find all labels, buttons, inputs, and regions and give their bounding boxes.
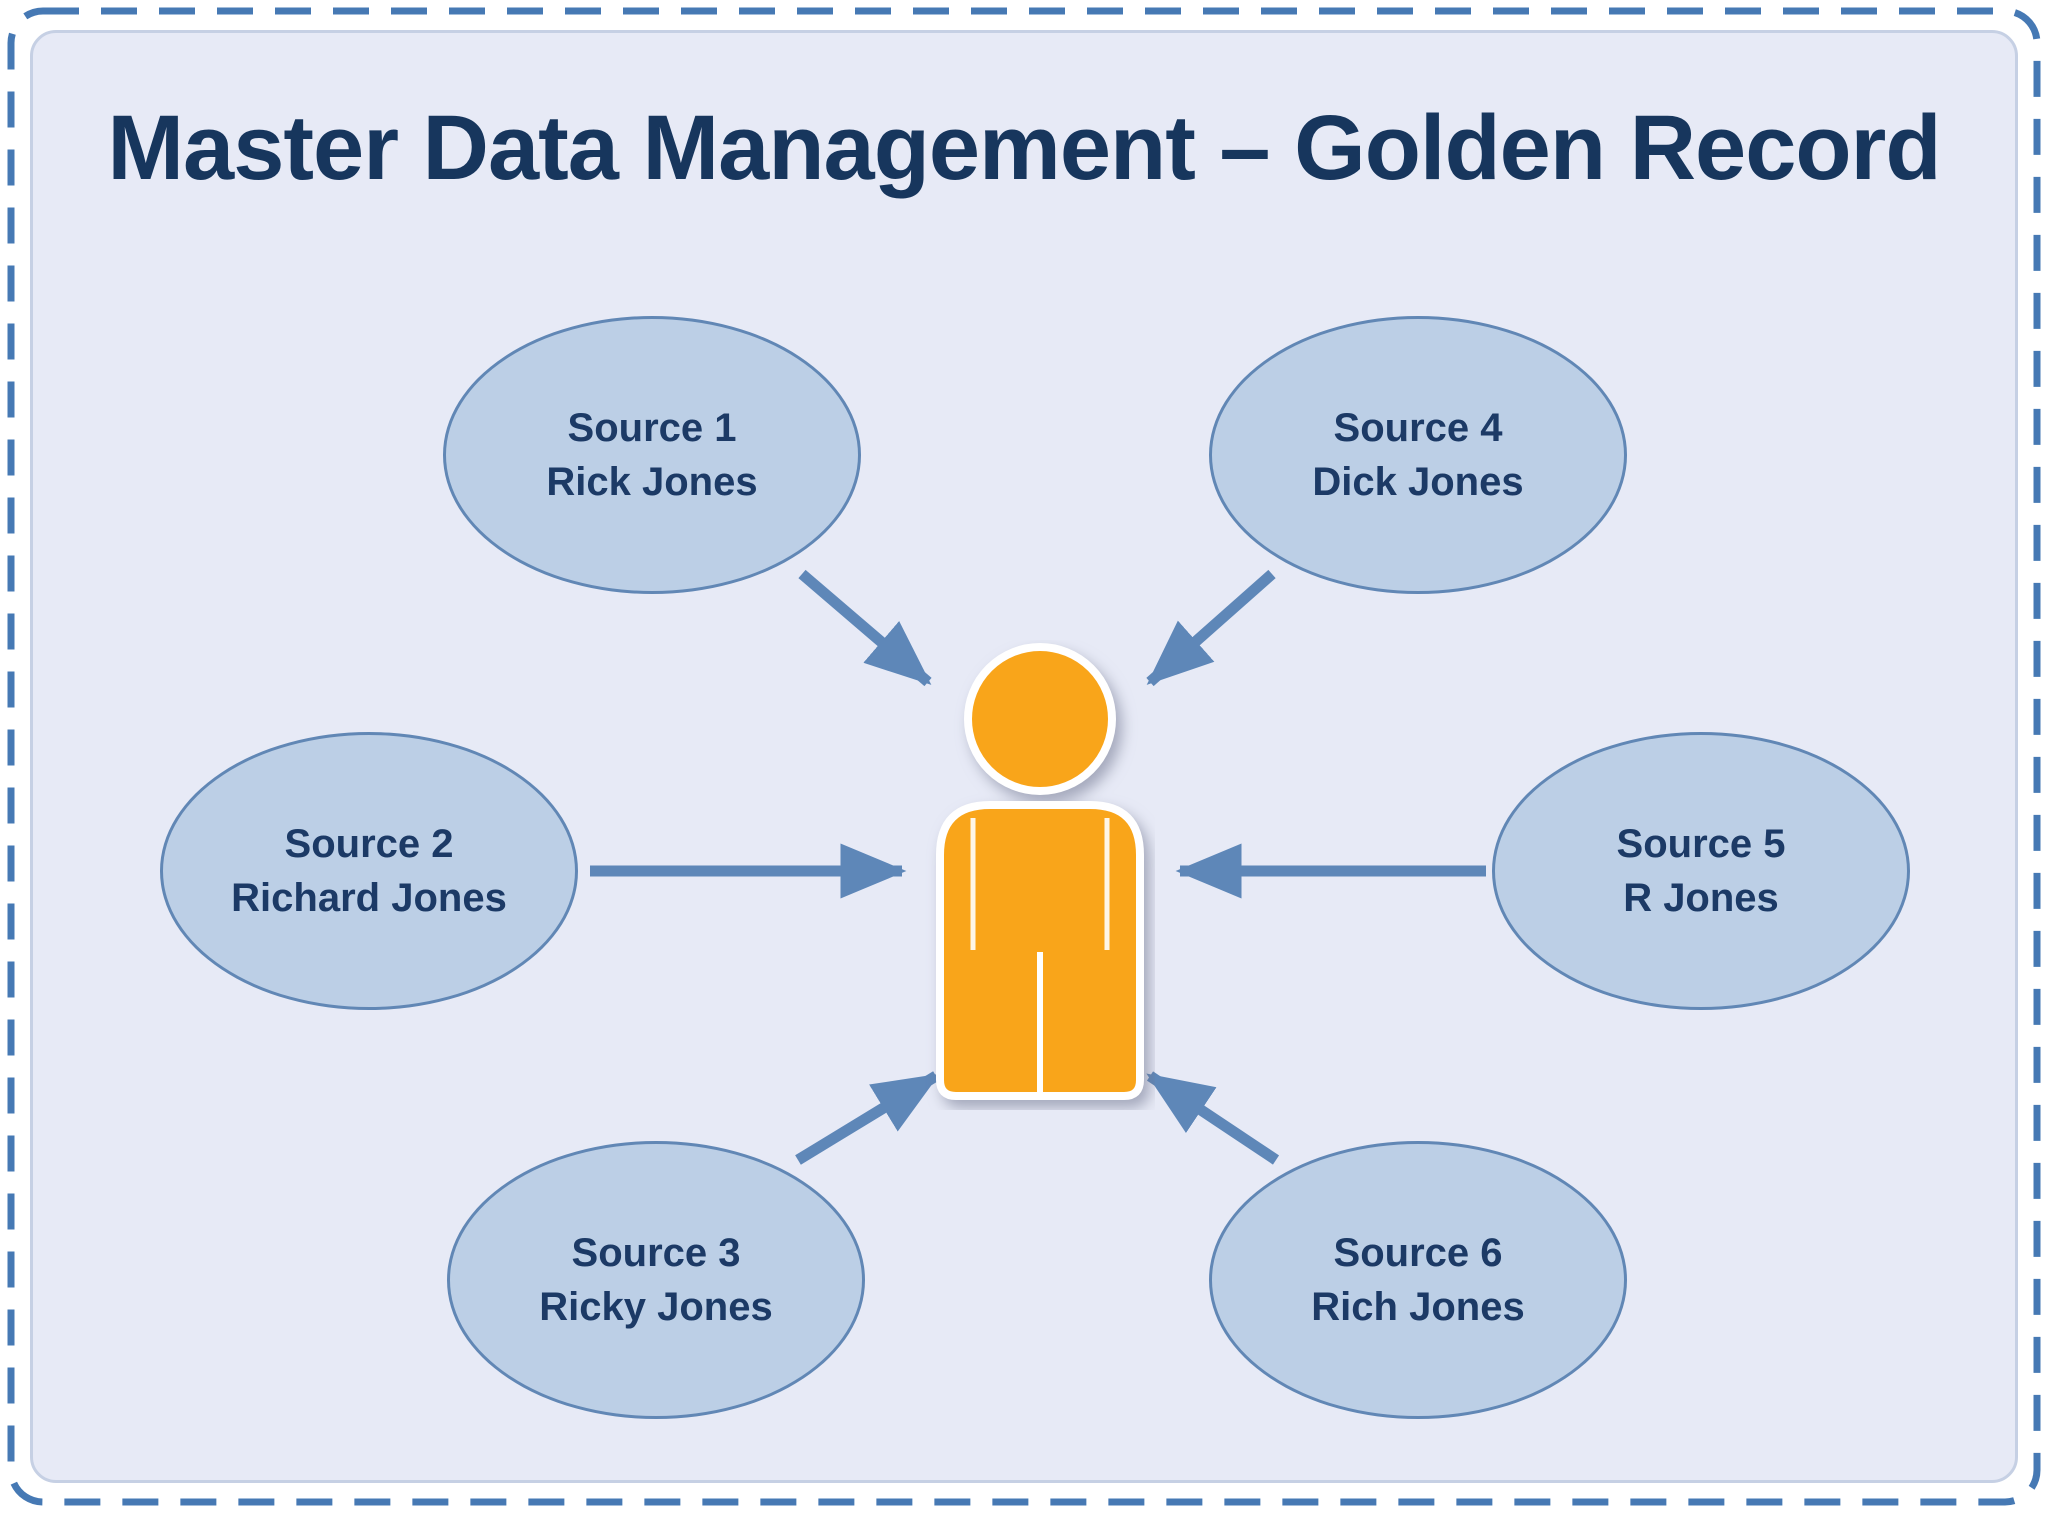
source-4-ellipse: Source 4 Dick Jones <box>1209 316 1627 594</box>
source-1-ellipse: Source 1 Rick Jones <box>443 316 861 594</box>
source-1-record: Rick Jones <box>546 460 758 504</box>
source-6-ellipse: Source 6 Rich Jones <box>1209 1141 1627 1419</box>
source-2-ellipse: Source 2 Richard Jones <box>160 732 578 1010</box>
source-6-record: Rich Jones <box>1311 1285 1525 1329</box>
person-head <box>964 643 1116 795</box>
source-4-record: Dick Jones <box>1312 460 1524 504</box>
diagram-title: Master Data Management – Golden Record <box>107 97 1941 199</box>
person-icon <box>936 643 1144 1100</box>
source-2-name: Source 2 <box>284 822 454 866</box>
source-3-name: Source 3 <box>571 1231 741 1275</box>
source-1-name: Source 1 <box>567 406 737 450</box>
source-5-record: R Jones <box>1623 876 1779 920</box>
person-body <box>936 801 1144 1100</box>
source-3-record: Ricky Jones <box>539 1285 773 1329</box>
source-5-name: Source 5 <box>1616 822 1786 866</box>
source-4-name: Source 4 <box>1333 406 1503 450</box>
source-2-record: Richard Jones <box>231 876 507 920</box>
source-5-ellipse: Source 5 R Jones <box>1492 732 1910 1010</box>
source-3-ellipse: Source 3 Ricky Jones <box>447 1141 865 1419</box>
source-6-name: Source 6 <box>1333 1231 1503 1275</box>
